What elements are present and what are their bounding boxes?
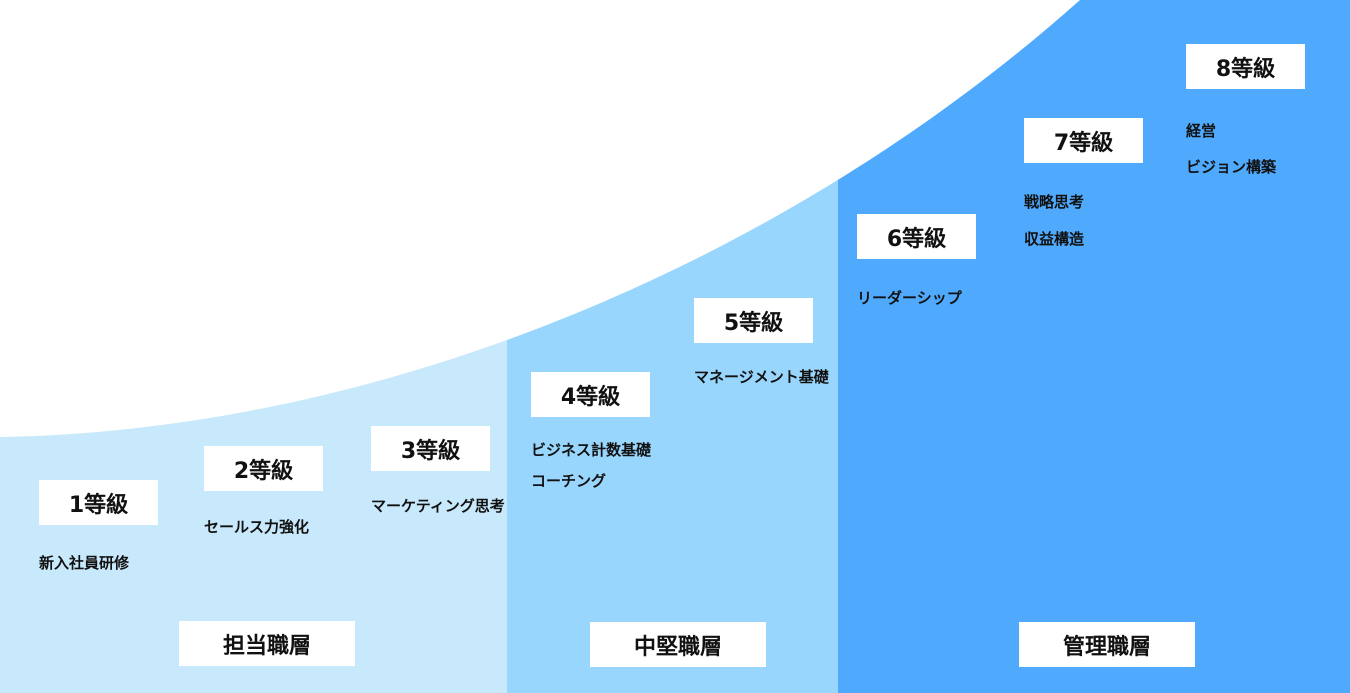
grade-4-skill: コーチング: [531, 472, 607, 490]
grade-8-label: 8等級: [1186, 44, 1305, 89]
grade-2-skill: セールス力強化: [204, 518, 310, 536]
grade-6-skill: リーダーシップ: [857, 289, 962, 307]
grade-6-label: 6等級: [857, 214, 976, 259]
grade-3-label: 3等級: [371, 426, 490, 471]
grade-3-skill: マーケティング思考: [371, 497, 505, 515]
grade-4-label: 4等級: [531, 372, 650, 417]
grade-7-skill: 戦略思考: [1024, 193, 1085, 211]
growth-curve-mask: [0, 0, 1080, 437]
layer-label-mid: 中堅職層: [590, 622, 766, 667]
grade-1-skill: 新入社員研修: [39, 554, 130, 572]
grade-8-skill: 経営: [1186, 122, 1217, 140]
grade-4-skill: ビジネス計数基礎: [531, 441, 652, 459]
grade-7-label: 7等級: [1024, 118, 1143, 163]
grade-5-label: 5等級: [694, 298, 813, 343]
grade-7-skill: 収益構造: [1024, 230, 1085, 248]
grade-8-skill: ビジョン構築: [1186, 158, 1277, 176]
grade-1-label: 1等級: [39, 480, 158, 525]
layer-label-junior: 担当職層: [179, 621, 355, 666]
layer-label-manager: 管理職層: [1019, 622, 1195, 667]
grade-2-label: 2等級: [204, 446, 323, 491]
grade-5-skill: マネージメント基礎: [694, 368, 829, 386]
